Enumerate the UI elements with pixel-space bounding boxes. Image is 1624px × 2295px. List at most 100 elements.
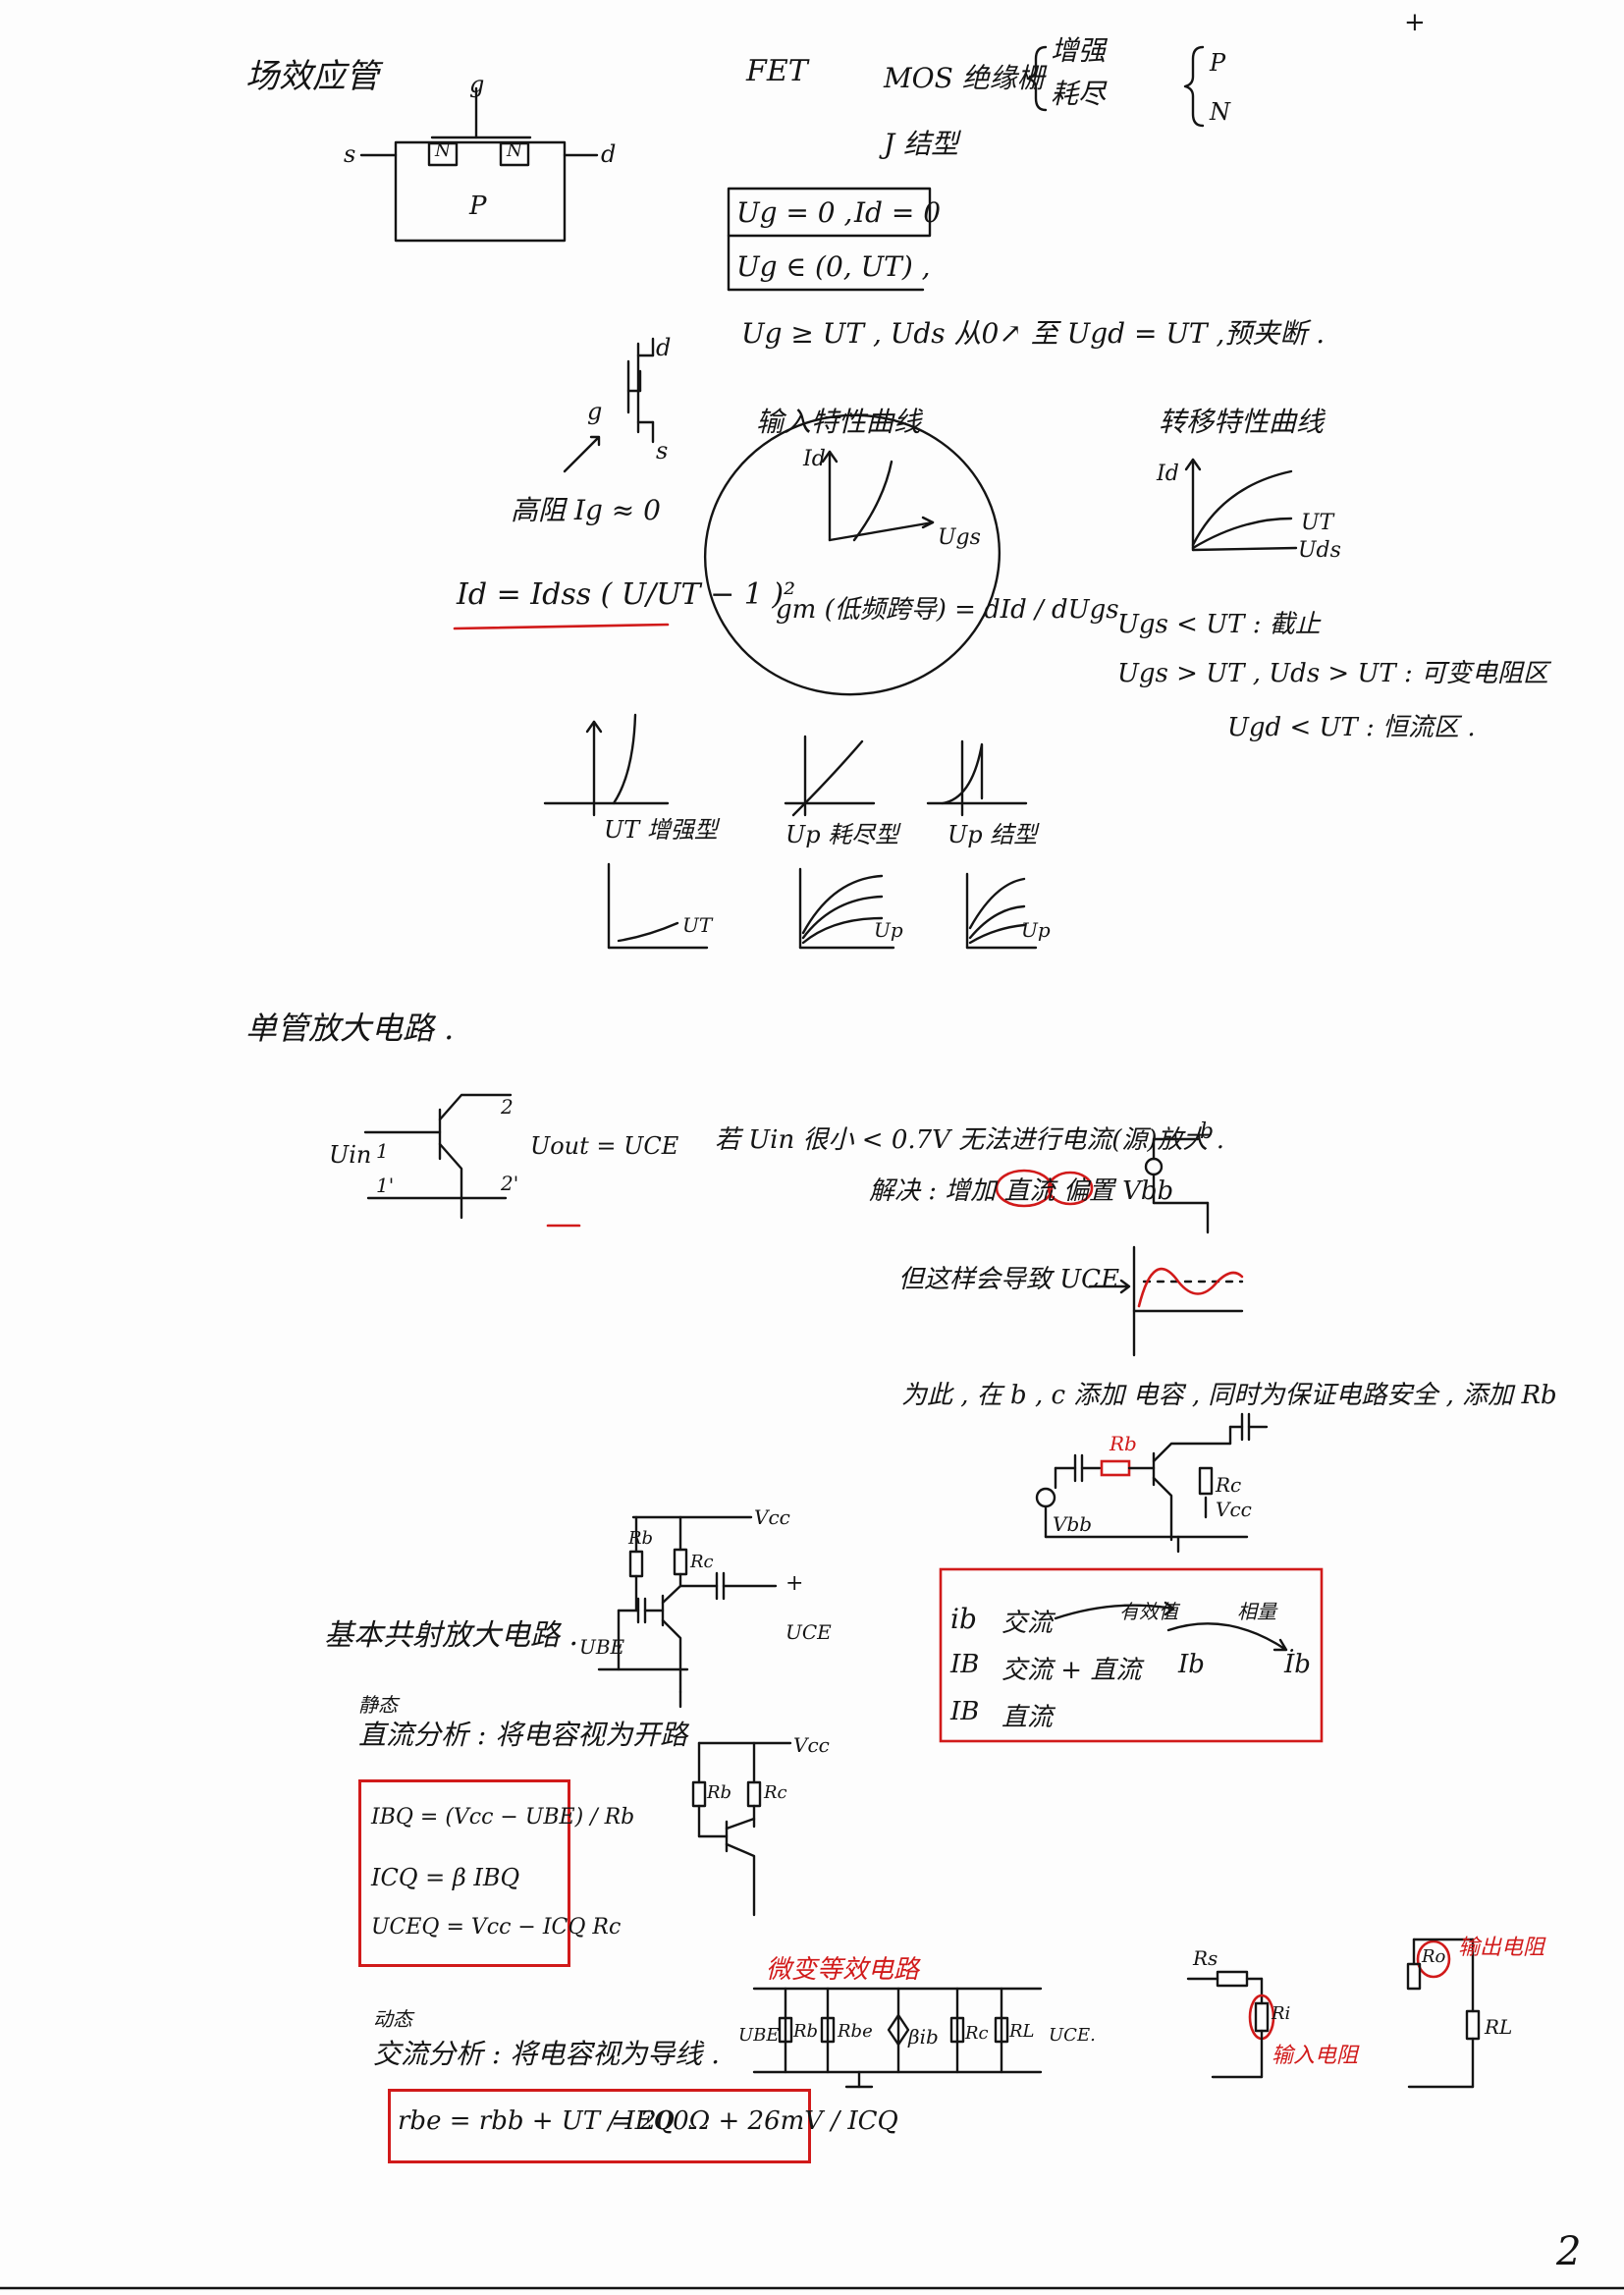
static-vcc: Vcc — [793, 1733, 830, 1757]
cond-id0: Id = 0 — [854, 196, 942, 229]
cur-ib-big: IB — [950, 1697, 980, 1726]
type-jfet: Up 结型 — [947, 821, 1038, 848]
small-signal-title: 微变等效电路 — [766, 1955, 920, 1985]
enh-label: 增强 — [1051, 34, 1107, 67]
basic-uce: UCE — [785, 1620, 832, 1644]
static-rb: Rb — [707, 1782, 732, 1803]
ss-uce: UCE. — [1049, 2025, 1096, 2046]
region-cutoff: Ugs < UT : 截止 — [1117, 610, 1321, 639]
static-formula-box — [358, 1779, 570, 1967]
type-enh: UT 增强型 — [604, 816, 718, 844]
rbe-formula-2: = 200Ω + 26mV / ICQ — [611, 2106, 898, 2136]
coupled-circuit-drawing — [1035, 1412, 1269, 1554]
input-curve-xlabel: Ugs — [938, 525, 981, 550]
mos-d: d — [601, 140, 617, 168]
amp-rc: Rc — [1216, 1473, 1242, 1497]
type-up2: Up — [1021, 918, 1051, 942]
cond-ug-range: Ug ∈ (0, UT) , — [736, 250, 931, 283]
page-title: 场效应管 — [245, 57, 379, 96]
output-res-label: 输出电阻 — [1458, 1936, 1545, 1960]
output-resistance-drawing — [1406, 1938, 1481, 2089]
input-res-rs: Rs — [1193, 1946, 1218, 1970]
region-ohmic: Ugs > UT , Uds > UT : 可变电阻区 — [1117, 659, 1549, 688]
input-curve-title: 输入特性曲线 — [756, 406, 922, 438]
static-analysis: 直流分析 : 将电容视为开路 — [358, 1719, 688, 1751]
dynamic-analysis: 交流分析 : 将电容视为导线 . — [373, 2038, 721, 2070]
formula-id: Id = Idss ( U/UT − 1 )² — [457, 577, 796, 612]
ss-rb: Rb — [793, 2021, 819, 2042]
fet-label: FET — [746, 54, 808, 88]
amp-rb: Rb — [1110, 1432, 1137, 1455]
ss-bib: βib — [908, 2025, 939, 2049]
amp-two: 2 — [501, 1095, 514, 1119]
cur-ac: 交流 — [1001, 1609, 1054, 1638]
output-res-ro: Ro — [1422, 1946, 1446, 1967]
mos-g: g — [469, 71, 485, 98]
cond-ug-ge: Ug ≥ UT , Uds 从0↗ 至 Ugd = UT ,预夹断 . — [741, 317, 1326, 350]
ss-rbe: Rbe — [838, 2021, 873, 2042]
basic-plus: + — [785, 1571, 804, 1596]
mos-n2: N — [507, 140, 522, 161]
amp-transistor-drawing — [363, 1093, 513, 1220]
amp-uout: Uout = UCE — [530, 1132, 679, 1160]
dynamic-heading: 动态 — [373, 2007, 412, 2031]
vbb-source-drawing — [995, 1137, 1210, 1234]
ibq-formula: IBQ = (Vcc − UBE) / Rb — [371, 1805, 635, 1830]
gm-formula: gm (低频跨导) = dId / dUgs — [776, 595, 1119, 625]
small-signal-circuit-drawing — [752, 1987, 1043, 2089]
basic-ce-circuit-drawing — [597, 1515, 778, 1709]
jfet-label: J 结型 — [884, 128, 959, 160]
uce-waveform-drawing — [1088, 1245, 1244, 1357]
transfer-curve-x1: UT — [1301, 511, 1334, 535]
cur-eff: 有效值 — [1119, 1600, 1178, 1623]
corner-mark: + — [1404, 8, 1426, 37]
region-saturation: Ugd < UT : 恒流区 . — [1227, 713, 1476, 742]
basic-vcc: Vcc — [754, 1505, 790, 1529]
input-res-label: 输入电阻 — [1272, 2044, 1359, 2068]
ss-rl: RL — [1009, 2021, 1035, 2042]
uceq-formula: UCEQ = Vcc − ICQ Rc — [371, 1915, 622, 1940]
amp-note1: 若 Uin 很小 < 0.7V 无法进行电流(源)放大 . — [715, 1125, 1225, 1155]
transfer-curve-title: 转移特性曲线 — [1159, 406, 1325, 438]
rbe-formula: rbe = rbb + UT / IEQ — [398, 2106, 675, 2136]
input-curve-ylabel: Id — [803, 447, 826, 471]
cur-Ib: Ib — [1178, 1650, 1205, 1679]
cur-dc: 直流 — [1001, 1703, 1054, 1732]
transfer-curve-drawing — [1184, 458, 1298, 552]
cond-ug0: Ug = 0 , — [736, 196, 853, 229]
amp-b: b — [1200, 1120, 1215, 1144]
static-heading: 静态 — [358, 1693, 398, 1717]
mos-label: MOS 绝缘栅 — [884, 62, 1045, 94]
amp-uin: Uin — [329, 1141, 372, 1169]
cur-acdc: 交流 + 直流 — [1001, 1656, 1142, 1685]
mos-p: P — [469, 191, 487, 221]
amp-note4: 为此 , 在 b , c 添加 电容 , 同时为保证电路安全 , 添加 Rb — [901, 1381, 1557, 1410]
amp-one: 1 — [376, 1139, 389, 1163]
type-up1: Up — [874, 918, 903, 942]
type-dep: Up 耗尽型 — [785, 821, 899, 848]
type-sketches-drawing — [543, 713, 1038, 950]
input-res-ri: Ri — [1272, 2003, 1291, 2024]
type-ut: UT — [682, 913, 713, 937]
sym-g: g — [587, 398, 603, 425]
transfer-curve-ylabel: Id — [1157, 462, 1179, 486]
icq-formula: ICQ = β IBQ — [371, 1864, 520, 1891]
mos-s: s — [344, 140, 356, 168]
static-rc: Rc — [764, 1782, 787, 1803]
sym-s: s — [656, 437, 669, 464]
n-label: N — [1210, 98, 1230, 126]
amp-title: 单管放大电路 . — [245, 1010, 455, 1047]
fet-symbol-drawing — [563, 337, 655, 473]
basic-rc: Rc — [690, 1552, 714, 1572]
dep-label: 耗尽 — [1051, 78, 1107, 110]
amp-one-p: 1' — [376, 1174, 395, 1197]
rbe-formula-box — [388, 2089, 811, 2163]
cur-ib-small: ib — [950, 1603, 977, 1635]
cur-ib-dot: İb — [1284, 1650, 1311, 1679]
amp-note2: 解决 : 增加 直流 偏置 Vbb — [869, 1176, 1174, 1206]
input-curve-drawing — [821, 450, 935, 542]
basic-title: 基本共射放大电路 . — [324, 1618, 579, 1653]
p-label: P — [1210, 49, 1226, 77]
basic-rb: Rb — [628, 1528, 654, 1549]
